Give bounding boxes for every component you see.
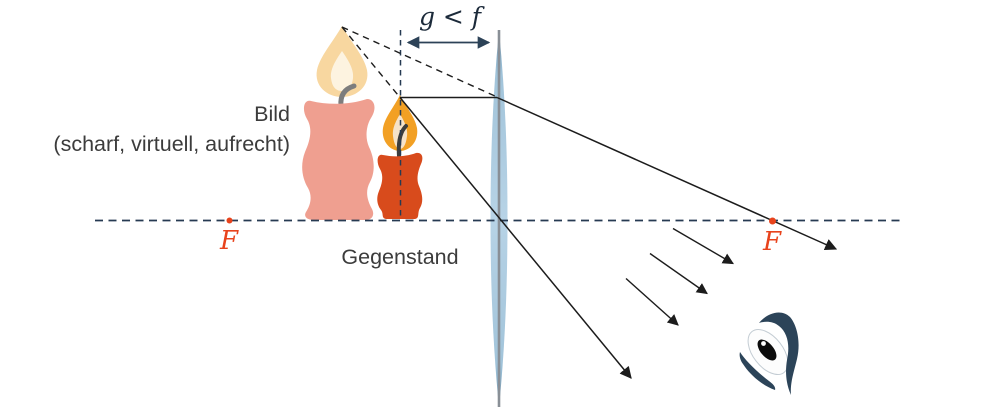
ray-through-lens-center	[399, 97, 632, 379]
extension-central-ray	[341, 26, 401, 98]
image-label: Bild (scharf, virtuell, aufrecht)	[0, 99, 290, 159]
light-rays	[399, 96, 838, 379]
image-candle-body	[302, 99, 375, 220]
image-flame-inner	[330, 51, 354, 91]
direction-arrow-3	[625, 277, 679, 326]
ray-refracted-through-focus	[496, 96, 838, 251]
object-candle-body	[377, 152, 423, 219]
eye-glint	[761, 341, 766, 346]
focal-point-right-dot	[769, 217, 776, 225]
image-label-line1: Bild	[254, 102, 290, 126]
focal-point-right-label: F	[762, 227, 782, 257]
eye-icon	[739, 312, 799, 395]
direction-arrow-1	[672, 227, 734, 265]
candle-virtual-image-icon	[302, 26, 375, 220]
eye-upper-lash	[759, 312, 799, 395]
object-label: Gegenstand	[341, 245, 459, 269]
light-direction-arrows	[625, 227, 734, 326]
distance-annotation: g < f	[418, 2, 482, 31]
object-candle-wick	[396, 124, 408, 158]
extension-parallel-ray	[341, 26, 497, 98]
virtual-ray-extensions	[341, 26, 497, 98]
focal-point-left-label: F	[219, 226, 239, 256]
image-label-line2: (scharf, virtuell, aufrecht)	[53, 132, 290, 156]
image-candle-wick	[338, 83, 357, 109]
focal-point-left-dot	[226, 217, 233, 224]
eye-lower-lid	[739, 352, 776, 390]
direction-arrow-2	[649, 252, 708, 295]
